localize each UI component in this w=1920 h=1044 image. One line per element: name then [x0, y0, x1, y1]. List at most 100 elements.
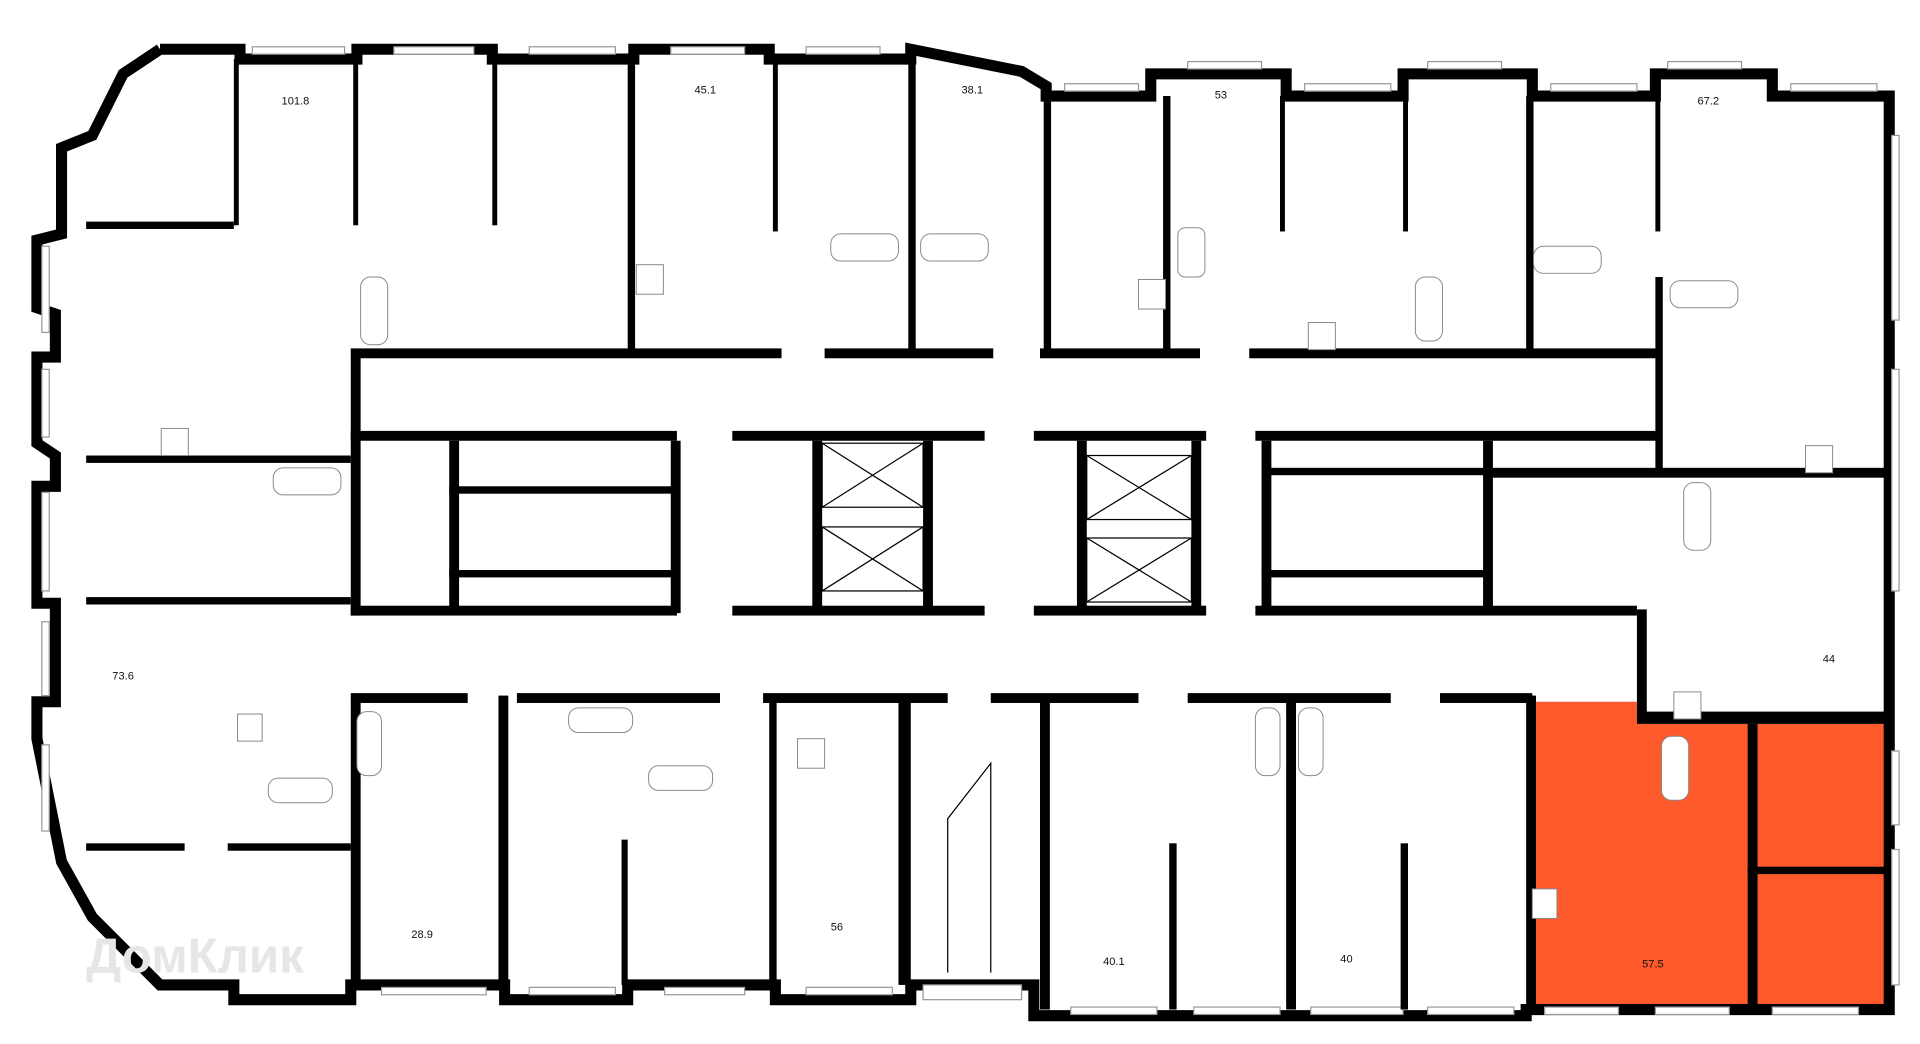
wall — [769, 695, 777, 985]
wall — [898, 695, 911, 985]
window — [1427, 60, 1503, 70]
watermark-logo: ДомКлик — [86, 929, 304, 984]
window — [805, 46, 881, 55]
fixture — [1805, 445, 1834, 474]
window — [41, 245, 50, 334]
wall — [498, 695, 509, 985]
window — [1790, 83, 1878, 92]
elevator-shafts — [821, 442, 1192, 603]
wall — [1747, 866, 1890, 875]
elevator-shaft — [1086, 537, 1192, 603]
wall — [1163, 96, 1171, 355]
window — [528, 986, 617, 996]
wall — [1255, 430, 1662, 441]
unit-area-label: 45.1 — [694, 85, 716, 97]
fixture — [1137, 278, 1167, 310]
wall — [908, 59, 916, 355]
wall — [772, 59, 778, 232]
wall — [627, 59, 636, 355]
wall — [1636, 609, 1647, 715]
elevator-cross — [1086, 537, 1192, 603]
wall — [1040, 695, 1050, 1010]
fixture — [1414, 276, 1443, 342]
fixture — [1531, 888, 1558, 919]
window — [1070, 1006, 1158, 1016]
wall — [1043, 96, 1052, 355]
wall — [1040, 348, 1200, 359]
fixture — [272, 467, 342, 496]
fixture — [797, 738, 826, 769]
window — [1667, 60, 1743, 70]
fixtures — [160, 227, 1834, 919]
unit-area-label: 28.9 — [411, 929, 433, 941]
wall — [1261, 570, 1490, 578]
window — [1064, 83, 1140, 92]
wall — [1191, 440, 1202, 614]
window — [1544, 1006, 1620, 1016]
wall — [812, 440, 823, 614]
fixture — [1177, 227, 1206, 278]
window — [1771, 1006, 1860, 1016]
window — [1891, 848, 1900, 986]
fixture — [267, 777, 333, 804]
window — [1891, 750, 1900, 826]
window — [670, 46, 746, 55]
wall — [732, 605, 985, 616]
wall — [923, 440, 933, 614]
fixture — [920, 233, 989, 262]
window — [393, 46, 475, 55]
wall — [1483, 467, 1890, 478]
elevator-cross — [821, 442, 924, 508]
window — [528, 46, 617, 55]
window — [1550, 83, 1638, 92]
wall — [1286, 695, 1296, 1010]
fixture — [360, 276, 389, 346]
wall — [1255, 605, 1637, 616]
wall — [670, 440, 681, 614]
window — [1193, 1006, 1281, 1016]
wall — [86, 843, 185, 851]
fixture — [1307, 322, 1336, 351]
wall — [1249, 348, 1662, 359]
window — [664, 986, 746, 996]
fixture — [568, 707, 634, 734]
wall — [1280, 96, 1285, 232]
window — [1654, 1006, 1730, 1016]
window — [805, 986, 893, 996]
window — [41, 368, 50, 438]
wall — [86, 597, 351, 605]
wall — [621, 839, 628, 985]
wall — [233, 59, 239, 226]
unit-highlight-57-5[interactable] — [1529, 701, 1890, 1010]
windows — [41, 46, 1900, 1016]
wall — [350, 605, 677, 616]
unit-area-label-highlighted: 57.5 — [1642, 959, 1664, 971]
wall — [763, 693, 948, 703]
window — [41, 744, 50, 832]
window — [1891, 134, 1900, 321]
fixture — [830, 233, 899, 262]
elevator-cross — [1086, 454, 1192, 521]
fixture — [1661, 735, 1690, 801]
ramp — [947, 761, 992, 973]
window — [922, 984, 1023, 1001]
fixture — [635, 264, 664, 295]
unit-area-label: 73.6 — [112, 671, 134, 683]
window — [1427, 1006, 1515, 1016]
unit-area-label: 67.2 — [1698, 96, 1720, 108]
wall — [1033, 605, 1207, 616]
wall — [86, 455, 351, 463]
wall — [1655, 96, 1661, 232]
window — [1310, 1006, 1404, 1016]
fixture — [356, 711, 383, 777]
unit-area-label: 101.8 — [282, 96, 310, 108]
fixture — [1683, 482, 1712, 551]
wall — [1261, 440, 1272, 614]
wall — [350, 430, 677, 441]
wall — [1261, 467, 1490, 476]
wall — [449, 486, 677, 494]
unit-area-label: 40.1 — [1103, 956, 1125, 968]
window — [380, 986, 487, 996]
wall — [1526, 695, 1536, 1014]
